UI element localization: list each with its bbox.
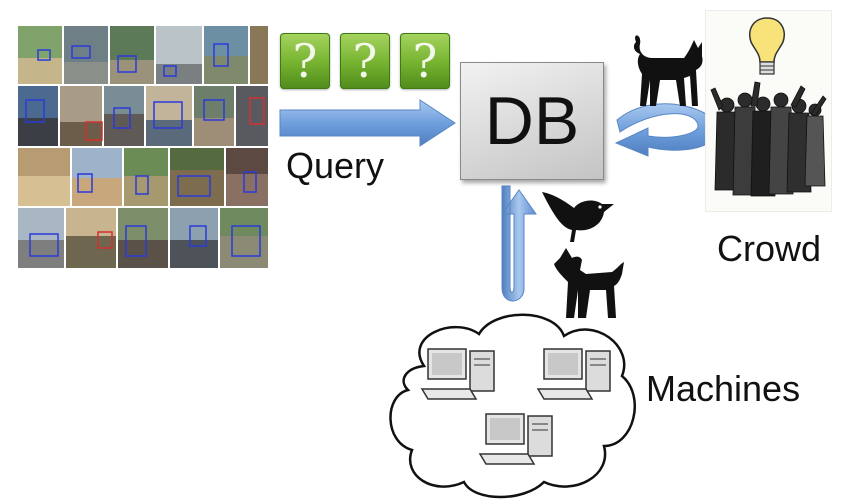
photo-row-2 (18, 86, 268, 146)
computer-icon (420, 348, 495, 400)
machines-label: Machines (646, 368, 801, 409)
database-box: DB (460, 62, 604, 180)
db-label: DB (484, 83, 580, 159)
question-box: ? (280, 33, 330, 89)
photo-collage-grid (18, 26, 268, 268)
computer-icon (478, 413, 553, 465)
machines-loop-arrow (501, 185, 537, 302)
crowd-label: Crowd (717, 228, 822, 269)
lightbulb-icon (749, 17, 785, 75)
question-box: ? (400, 33, 450, 89)
computer-icon (536, 348, 611, 400)
bird-icon (542, 192, 614, 242)
crowd-icon (710, 17, 827, 197)
dog-icon (554, 248, 624, 318)
detection-boxes-red (85, 97, 265, 249)
question-box: ? (340, 33, 390, 89)
query-arrow (279, 99, 456, 147)
detection-boxes (25, 43, 261, 257)
crowd-loop-arrow (614, 103, 719, 157)
query-label: Query (286, 145, 385, 186)
cat-icon (633, 35, 703, 106)
